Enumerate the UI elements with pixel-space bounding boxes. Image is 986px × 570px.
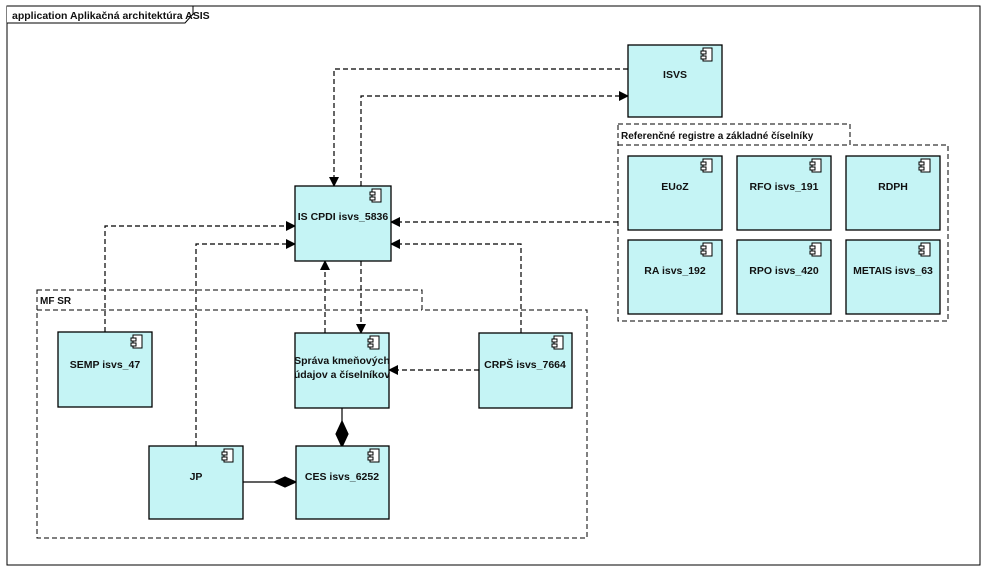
component-rdph[interactable]: RDPH xyxy=(845,155,941,231)
component-label-rpo: RPO isvs_420 xyxy=(749,265,819,277)
component-crps[interactable]: CRPŠ isvs_7664 xyxy=(478,332,573,409)
component-icon xyxy=(918,242,931,257)
component-label-semp: SEMP isvs_47 xyxy=(70,359,141,371)
component-ra[interactable]: RA isvs_192 xyxy=(627,239,723,315)
component-rpo[interactable]: RPO isvs_420 xyxy=(736,239,832,315)
component-label-euoz: EUoZ xyxy=(661,181,689,193)
component-jp[interactable]: JP xyxy=(148,445,244,520)
title-tab xyxy=(7,5,194,24)
group-referencne-registre: Referenčné registre a základné číselníky xyxy=(617,123,949,322)
component-icon xyxy=(130,334,143,349)
group-mf-sr: MF SR xyxy=(36,289,588,539)
component-label-crps: CRPŠ isvs_7664 xyxy=(484,358,566,371)
group-label-referencne: Referenčné registre a základné číselníky xyxy=(621,131,814,142)
component-icon xyxy=(367,335,380,350)
component-icon xyxy=(367,448,380,463)
component-label-isvs: ISVS xyxy=(663,69,687,81)
component-icon xyxy=(700,47,713,62)
component-label-ra: RA isvs_192 xyxy=(644,265,706,277)
component-label-sprava-line1: Správa kmeňových xyxy=(294,355,390,367)
component-metais[interactable]: METAIS isvs_63 xyxy=(845,239,941,315)
component-semp[interactable]: SEMP isvs_47 xyxy=(57,331,153,408)
group-label-mf-sr: MF SR xyxy=(40,296,72,307)
component-label-rfo: RFO isvs_191 xyxy=(750,181,819,193)
component-label-sprava-line2: údajov a číselníkov xyxy=(294,369,390,381)
component-label-ces: CES isvs_6252 xyxy=(305,471,379,483)
component-icon xyxy=(809,242,822,257)
component-is-cpdi[interactable]: IS CPDI isvs_5836 xyxy=(294,185,392,262)
edge-crps-to-iscpdi xyxy=(390,239,522,333)
diagram-title: application Aplikačná architektúra ASIS xyxy=(12,10,210,22)
component-label-jp: JP xyxy=(190,471,203,483)
edge-iscpdi-to-isvs xyxy=(360,91,629,186)
component-euoz[interactable]: EUoZ xyxy=(627,155,723,231)
edge-semp-to-iscpdi xyxy=(104,221,296,332)
component-sprava[interactable]: Správa kmeňových údajov a číselníkov xyxy=(294,332,390,409)
edge-jp-to-iscpdi xyxy=(195,239,296,446)
component-icon xyxy=(700,242,713,257)
component-ces[interactable]: CES isvs_6252 xyxy=(295,445,390,520)
component-label-rdph: RDPH xyxy=(878,181,908,193)
component-icon xyxy=(221,448,234,463)
component-rfo[interactable]: RFO isvs_191 xyxy=(736,155,832,231)
edge-isvs-to-iscpdi xyxy=(329,68,628,187)
component-icon xyxy=(809,158,822,173)
component-label-iscpdi: IS CPDI isvs_5836 xyxy=(298,211,389,223)
component-icon xyxy=(369,188,382,203)
component-label-metais: METAIS isvs_63 xyxy=(853,265,933,277)
component-icon xyxy=(551,335,564,350)
component-icon xyxy=(918,158,931,173)
component-icon xyxy=(700,158,713,173)
component-isvs[interactable]: ISVS xyxy=(627,44,723,118)
